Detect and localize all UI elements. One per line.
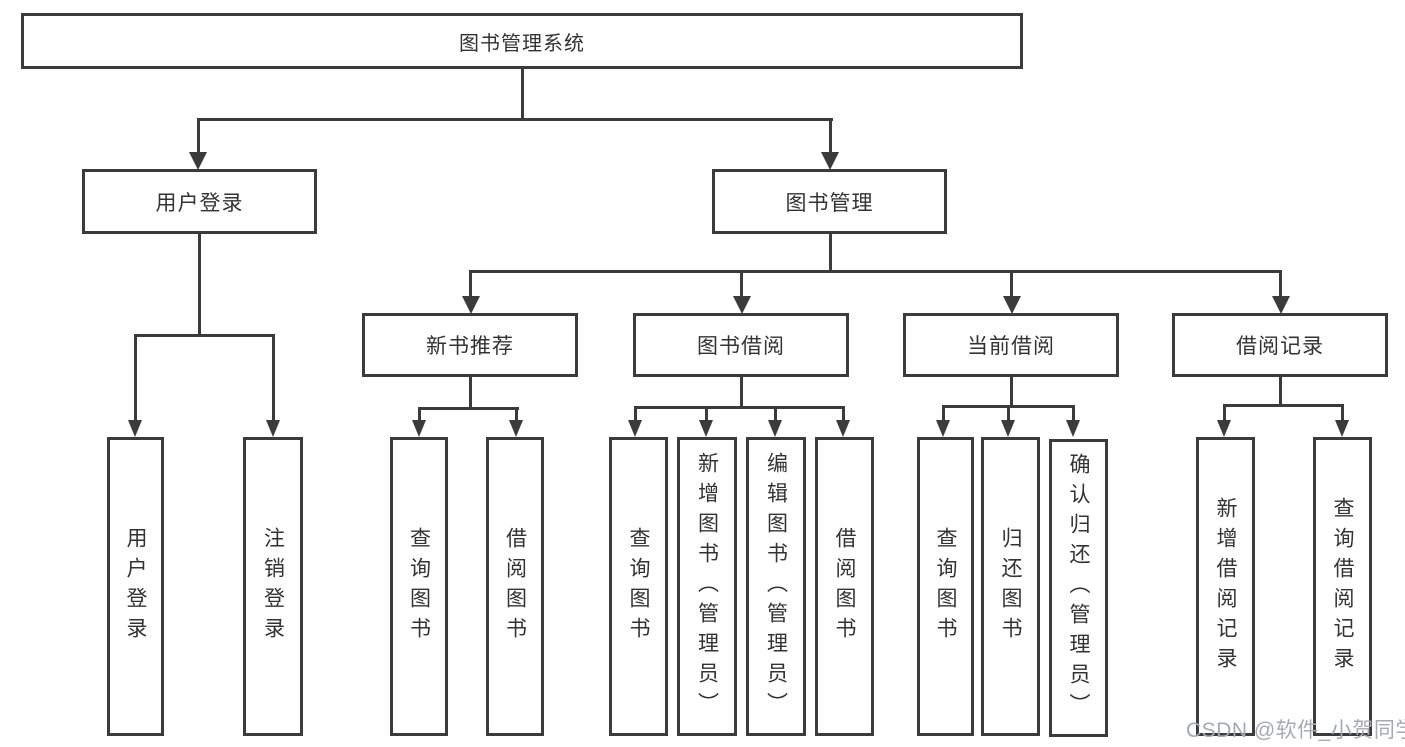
node-label: 编辑图书（管理员） [764, 451, 788, 722]
connector [829, 118, 832, 155]
arrow-down-icon [509, 420, 523, 437]
node-new-book-recommendation: 新书推荐 [362, 313, 578, 377]
node-add-book-admin: 新增图书（管理员） [677, 437, 737, 736]
node-query-book-1: 查询图书 [390, 437, 448, 736]
arrow-down-icon [628, 420, 642, 437]
node-label: 确认归还（管理员） [1067, 453, 1090, 723]
arrow-down-icon [462, 296, 480, 314]
connector [272, 334, 275, 420]
node-label: 新增借阅记录 [1214, 496, 1237, 677]
connector [942, 405, 945, 421]
arrow-down-icon [821, 152, 839, 170]
connector [469, 270, 1282, 273]
node-query-book-3: 查询图书 [917, 437, 974, 736]
connector [521, 69, 524, 119]
connector [515, 407, 518, 421]
arrow-down-icon [936, 420, 950, 437]
node-query-borrow-record: 查询借阅记录 [1313, 437, 1372, 736]
connector [1010, 270, 1013, 298]
node-label: 查询借阅记录 [1331, 496, 1354, 677]
connector [740, 377, 743, 408]
connector [740, 270, 743, 298]
connector [134, 334, 137, 420]
connector [1010, 377, 1013, 407]
watermark: CSDN @软件_小贺同学 [1186, 719, 1405, 742]
connector [705, 406, 708, 421]
arrow-down-icon [1335, 420, 1349, 437]
connector [134, 334, 275, 337]
node-label: 查询图书 [407, 526, 431, 647]
connector [1279, 270, 1282, 298]
arrow-down-icon [1272, 296, 1290, 314]
arrow-down-icon [699, 420, 713, 437]
arrow-down-icon [266, 420, 280, 437]
node-label: 用户登录 [124, 526, 147, 647]
connector [418, 407, 519, 410]
arrow-down-icon [412, 420, 426, 437]
arrow-down-icon [1066, 420, 1080, 437]
arrow-down-icon [836, 420, 850, 437]
connector [418, 407, 421, 421]
node-label: 注销登录 [261, 526, 285, 647]
node-book-management-module: 图书管理 [712, 169, 947, 234]
connector [1007, 405, 1010, 421]
connector [469, 270, 472, 298]
arrow-down-icon [733, 296, 751, 314]
node-add-borrow-record: 新增借阅记录 [1196, 437, 1255, 736]
node-user-login-module: 用户登录 [82, 169, 317, 234]
node-library-management-system: 图书管理系统 [21, 13, 1023, 69]
arrow-down-icon [189, 152, 207, 170]
node-return-book: 归还图书 [981, 437, 1040, 736]
connector [774, 406, 777, 421]
arrow-down-icon [1217, 420, 1231, 437]
connector [829, 234, 832, 273]
node-label: 新增图书（管理员） [695, 451, 719, 722]
node-logout: 注销登录 [243, 437, 303, 736]
connector [198, 234, 201, 336]
connector [634, 406, 637, 421]
arrow-down-icon [128, 420, 142, 437]
connector [634, 406, 845, 409]
node-label: 借阅图书 [833, 526, 856, 647]
node-confirm-return-admin: 确认归还（管理员） [1049, 439, 1108, 737]
node-book-borrowing: 图书借阅 [633, 313, 849, 377]
node-current-borrowing: 当前借阅 [903, 313, 1119, 377]
connector [197, 118, 200, 155]
node-query-book-2: 查询图书 [609, 437, 668, 736]
arrow-down-icon [1001, 420, 1015, 437]
connector [1223, 404, 1226, 421]
connector [1223, 404, 1344, 407]
node-borrow-book-2: 借阅图书 [815, 437, 874, 736]
connector [469, 377, 472, 409]
node-edit-book-admin: 编辑图书（管理员） [746, 437, 806, 736]
connector [1341, 404, 1344, 421]
node-user-login: 用户登录 [107, 437, 164, 736]
arrow-down-icon [768, 420, 782, 437]
connector [1072, 405, 1075, 421]
connector [1279, 377, 1282, 406]
node-borrowing-records: 借阅记录 [1172, 313, 1388, 377]
node-label: 查询图书 [627, 526, 650, 647]
node-label: 查询图书 [934, 526, 957, 647]
connector [197, 118, 833, 121]
node-borrow-book-1: 借阅图书 [486, 437, 544, 736]
arrow-down-icon [1003, 296, 1021, 314]
connector [842, 406, 845, 421]
node-label: 借阅图书 [503, 526, 527, 647]
node-label: 归还图书 [999, 526, 1022, 647]
